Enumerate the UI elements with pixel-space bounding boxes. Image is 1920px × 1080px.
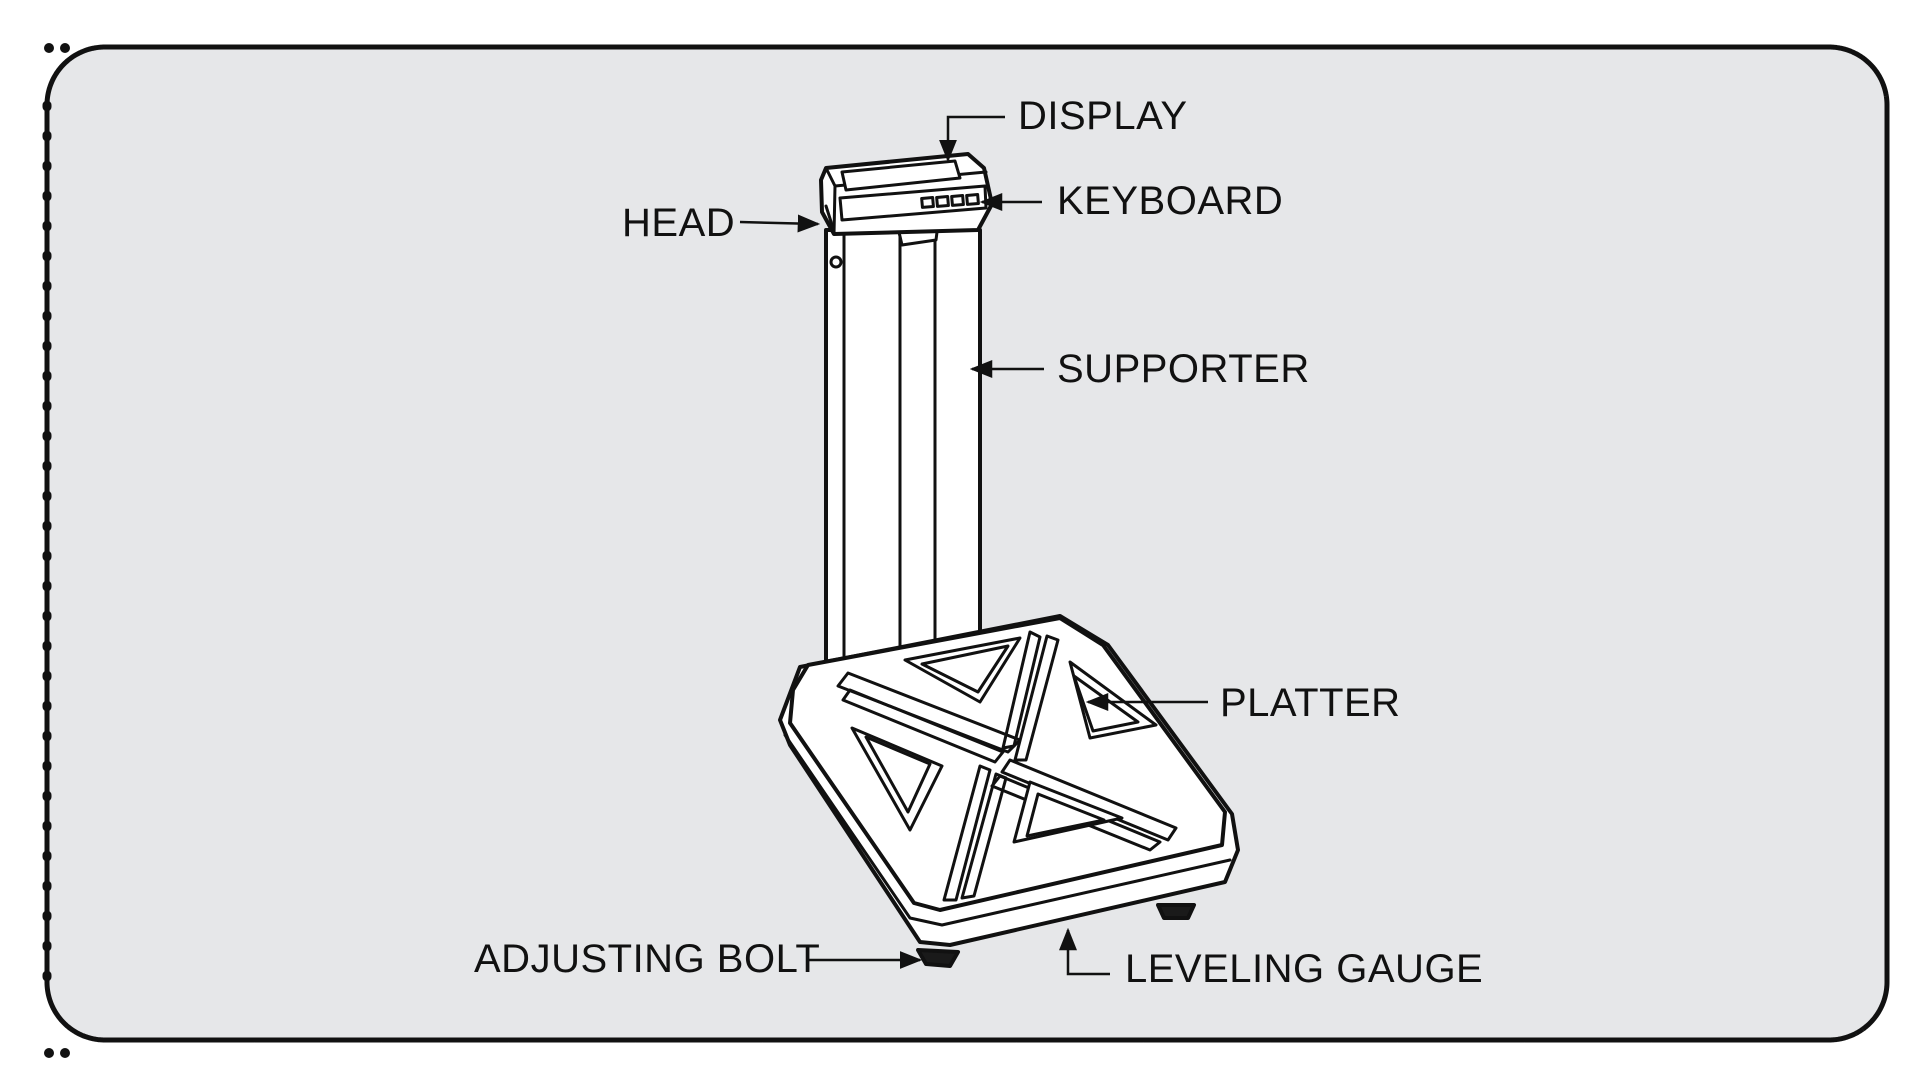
label-head: HEAD (622, 201, 735, 245)
head-unit (819, 152, 994, 236)
label-leveling-gauge: LEVELING GAUGE (1125, 947, 1483, 991)
supporter-column (824, 222, 982, 667)
scale-illustration (778, 152, 1240, 968)
label-keyboard: KEYBOARD (1057, 179, 1283, 223)
platter-triangle-bottom (1012, 780, 1124, 844)
adjusting-bolt-feet (916, 903, 1196, 968)
label-display: DISPLAY (1018, 94, 1188, 138)
leader-lines (739, 115, 1208, 976)
platter-triangle-top (903, 636, 1022, 704)
corner-dots (44, 43, 70, 1058)
callout-labels: DISPLAY KEYBOARD HEAD SUPPORTER PLATTER … (474, 94, 1483, 991)
keyboard-keys (920, 192, 980, 209)
label-platter: PLATTER (1220, 681, 1401, 725)
platform-base (778, 614, 1240, 968)
display-window (840, 159, 962, 192)
label-adjusting-bolt: ADJUSTING BOLT (474, 937, 820, 981)
label-supporter: SUPPORTER (1057, 347, 1310, 391)
